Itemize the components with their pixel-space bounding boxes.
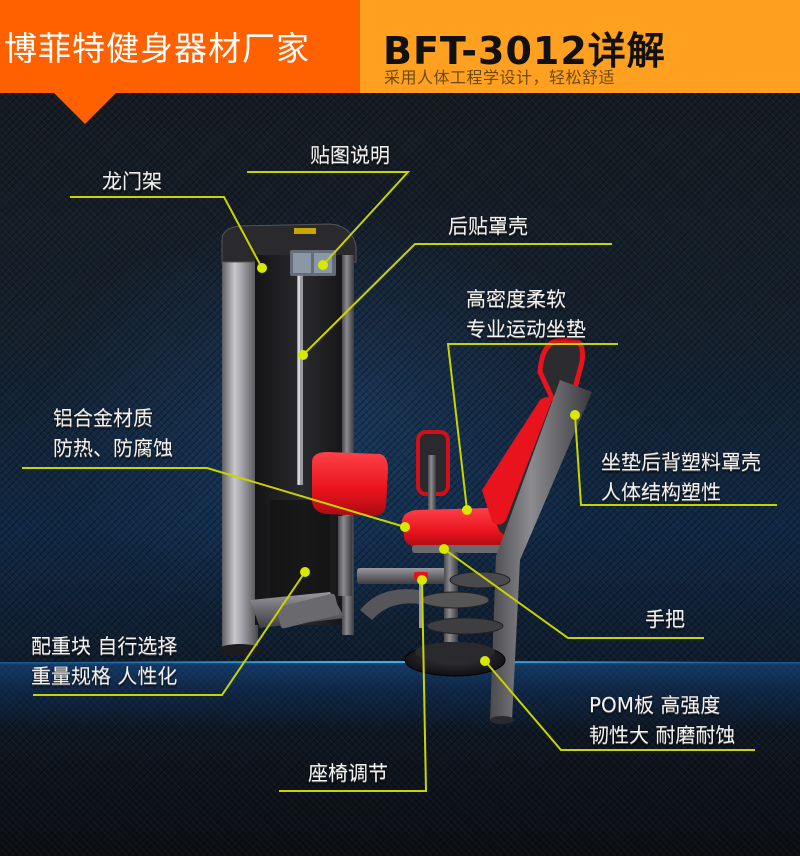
callout-seat-adjust: 座椅调节 [308,758,388,788]
left-pillar [222,240,258,650]
callout-rear-cover: 后贴罩壳 [448,211,528,241]
marker-back-cover [570,410,580,420]
marker-seat-adjust [417,575,427,585]
leader-handle [443,548,704,639]
leader-seat-adjust [279,579,428,792]
callout-decal-line1: 贴图说明 [310,143,390,167]
callout-pom-plate: POM板 高强度 韧性大 耐磨耐蚀 [589,690,735,750]
callout-decal: 贴图说明 [310,140,390,170]
callout-gantry: 龙门架 [102,166,162,196]
callout-alloy-line2: 防热、防腐蚀 [53,436,173,460]
marker-decal [318,260,328,270]
brand-banner [0,0,360,93]
callout-seat-cushion-line2: 专业运动坐垫 [466,317,586,341]
callout-weight-stack: 配重块 自行选择 重量规格 人性化 [31,631,177,691]
leader-back-cover [574,414,777,506]
marker-rear-cover [298,350,308,360]
leader-pom-plate [484,660,755,751]
callout-weight-stack-line1: 配重块 自行选择 [31,634,178,658]
model-banner [360,0,800,93]
leader-gantry [70,196,263,269]
marker-weight-stack [300,567,310,577]
model-title: BFT-3012详解 [383,29,666,73]
leader-weight-stack [33,571,306,696]
banner-notch-pointer [53,92,117,124]
callout-alloy-line1: 铝合金材质 [53,406,153,430]
leader-seat-cushion [446,343,618,511]
callout-handle: 手把 [645,604,685,634]
callout-seat-cushion-line1: 高密度柔软 [466,287,566,311]
callout-back-cover-line1: 坐垫后背塑料罩壳 [601,450,761,474]
callout-rear-cover-line1: 后贴罩壳 [448,214,528,238]
callout-gantry-line1: 龙门架 [102,169,162,193]
callout-back-cover-line2: 人体结构塑性 [601,480,721,504]
floor-glow [0,662,800,732]
callout-seat-adjust-line1: 座椅调节 [308,761,388,785]
leader-decal [247,171,411,266]
callout-back-cover: 坐垫后背塑料罩壳 人体结构塑性 [601,447,761,507]
leader-rear-cover [302,243,612,356]
brand-title: 博菲特健身器材厂家 [4,29,310,68]
marker-pom-plate [480,656,490,666]
callout-alloy: 铝合金材质 防热、防腐蚀 [53,403,173,463]
callout-seat-cushion: 高密度柔软 专业运动坐垫 [466,284,586,344]
marker-handle [439,544,449,554]
model-subtitle: 采用人体工程学设计，轻松舒适 [384,68,616,87]
callout-weight-stack-line2: 重量规格 人性化 [31,664,178,688]
marker-gantry [257,263,267,273]
callout-handle-line1: 手把 [645,607,685,631]
marker-alloy [400,522,410,532]
leader-alloy [22,467,406,528]
callout-pom-plate-line1: POM板 高强度 [589,693,721,717]
callout-pom-plate-line2: 韧性大 耐磨耐蚀 [589,723,736,747]
marker-seat-cushion [462,505,472,515]
floor-highlight-line [60,661,740,663]
